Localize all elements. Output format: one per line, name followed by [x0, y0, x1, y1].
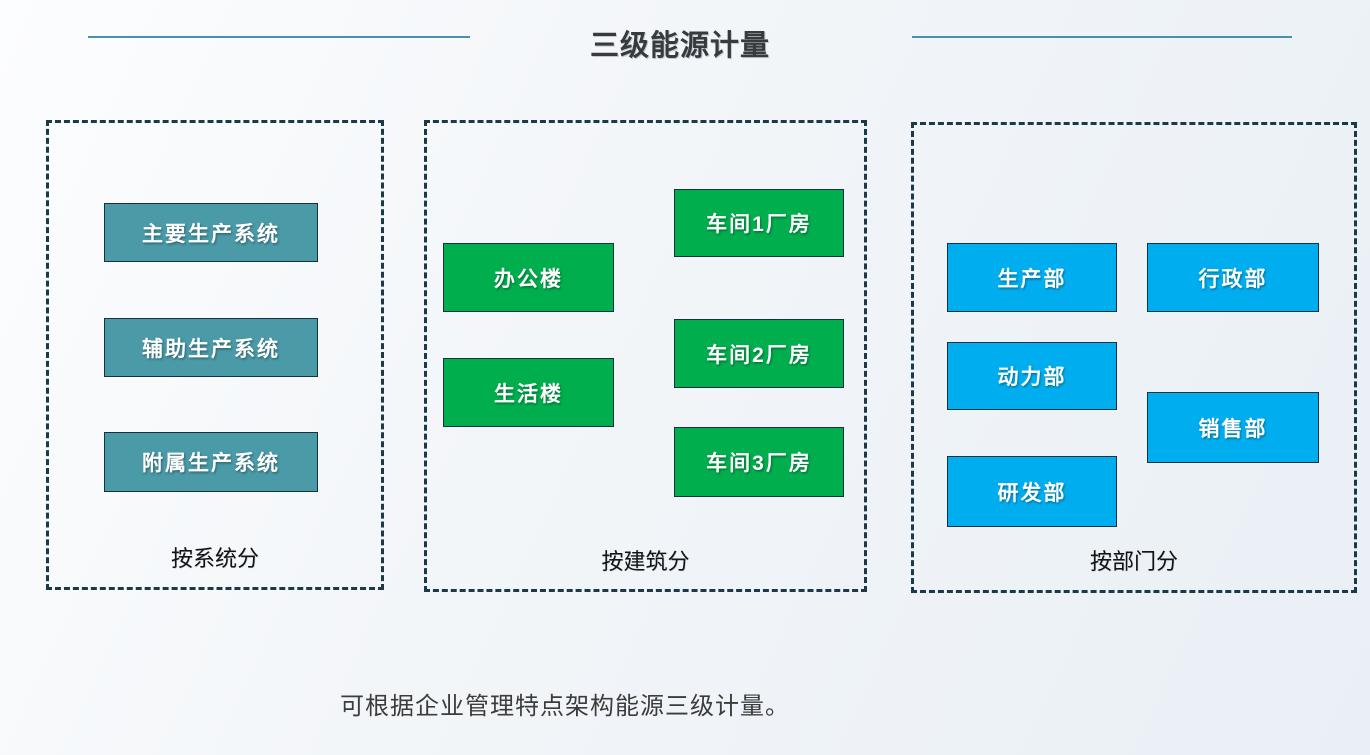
node-workshop-3: 车间3厂房	[674, 427, 844, 497]
footer-caption: 可根据企业管理特点架构能源三级计量。	[340, 693, 790, 720]
title-decor-line-right	[912, 36, 1292, 38]
panel-label-by-system: 按系统分	[170, 546, 259, 571]
node-production-dept: 生产部	[947, 243, 1117, 312]
panel-label-by-building: 按建筑分	[601, 549, 690, 574]
node-workshop-1: 车间1厂房	[674, 189, 844, 257]
node-attached-production-system: 附属生产系统	[104, 432, 318, 492]
node-workshop-2: 车间2厂房	[674, 319, 844, 388]
panel-by-system	[46, 120, 384, 590]
node-power-dept: 动力部	[947, 342, 1117, 410]
node-auxiliary-production-system: 辅助生产系统	[104, 318, 318, 377]
node-office-building: 办公楼	[443, 243, 614, 312]
node-rnd-dept: 研发部	[947, 456, 1117, 527]
panel-by-department	[911, 122, 1357, 593]
node-sales-dept: 销售部	[1147, 392, 1319, 463]
node-living-building: 生活楼	[443, 358, 614, 427]
node-administration-dept: 行政部	[1147, 243, 1319, 312]
panel-by-building	[424, 120, 867, 592]
page-title: 三级能源计量	[589, 30, 770, 62]
node-main-production-system: 主要生产系统	[104, 203, 318, 262]
panel-label-by-department: 按部门分	[1089, 549, 1178, 574]
title-decor-line-left	[88, 36, 470, 38]
